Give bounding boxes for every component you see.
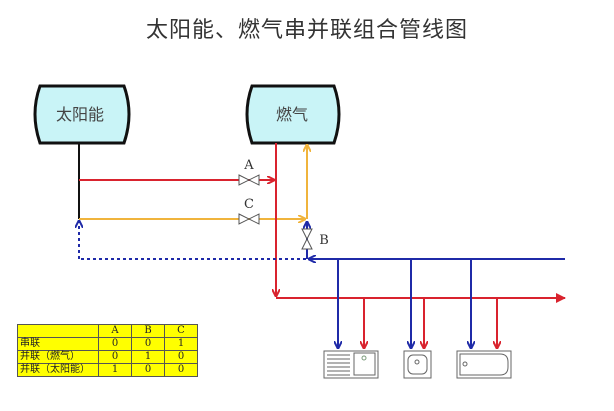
- valve-b-icon[interactable]: B: [301, 228, 329, 250]
- row-label: 串联: [17, 337, 99, 351]
- table-header-cell: A: [98, 324, 132, 338]
- table-row: 并联（燃气） 0 1 0: [17, 350, 198, 364]
- gas-tank: 燃气: [245, 84, 341, 145]
- table-cell: 1: [131, 350, 165, 364]
- table-cell: 0: [164, 363, 198, 377]
- valve-c-label: C: [244, 197, 254, 212]
- table-header-cell: [17, 324, 99, 338]
- table-cell: 0: [98, 337, 132, 351]
- row-label: 并联（燃气）: [17, 350, 99, 364]
- table-row: 并联（太阳能） 1 0 0: [17, 363, 198, 377]
- valve-c-icon[interactable]: C: [238, 197, 260, 225]
- table-cell: 1: [98, 363, 132, 377]
- gas-tank-label: 燃气: [276, 105, 308, 124]
- table-header-cell: B: [131, 324, 165, 338]
- table-row: 串联 0 0 1: [17, 337, 198, 351]
- table-cell: 0: [164, 350, 198, 364]
- solar-tank-label: 太阳能: [56, 105, 104, 124]
- row-label: 并联（太阳能）: [17, 363, 99, 377]
- table-cell: 1: [164, 337, 198, 351]
- table-header-row: A B C: [17, 324, 198, 338]
- valve-b-label: B: [319, 233, 329, 248]
- solar-tank: 太阳能: [33, 84, 131, 145]
- valve-mode-table: A B C 串联 0 0 1 并联（燃气） 0 1 0 并联（太阳能） 1 0 …: [17, 324, 198, 377]
- valve-a-label: A: [243, 158, 254, 173]
- bathtub-icon: [456, 350, 512, 379]
- table-cell: 0: [98, 350, 132, 364]
- diagram-title: 太阳能、燃气串并联组合管线图: [145, 18, 468, 43]
- table-cell: 0: [131, 363, 165, 377]
- valve-a-icon[interactable]: A: [238, 158, 260, 186]
- table-cell: 0: [131, 337, 165, 351]
- table-header-cell: C: [164, 324, 198, 338]
- kitchen-sink-icon: [323, 350, 379, 379]
- wash-basin-icon: [403, 350, 432, 379]
